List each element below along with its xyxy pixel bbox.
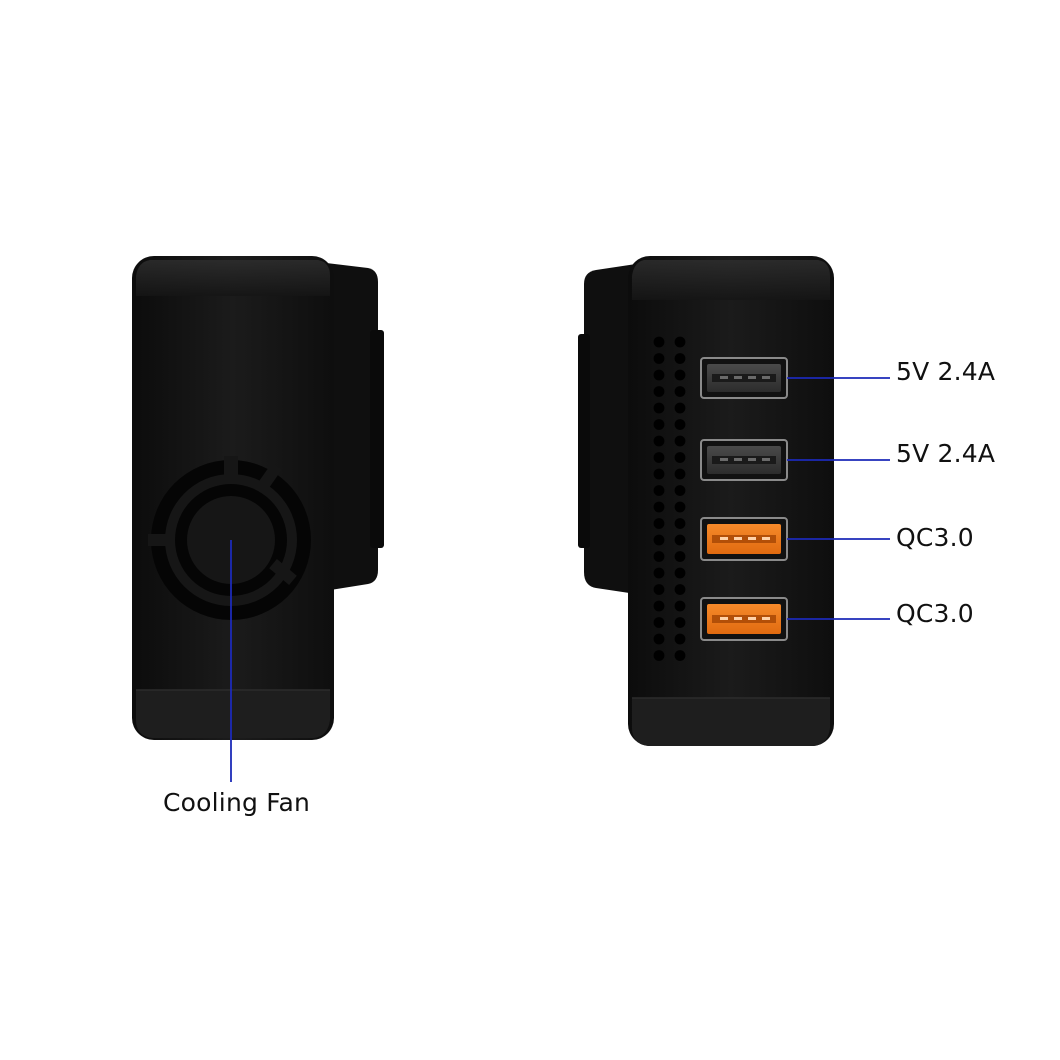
left-bottom-bevel (136, 690, 330, 738)
left-rear-step (370, 330, 384, 548)
charger-left-view (132, 256, 384, 782)
vent-hole (653, 435, 665, 447)
right-body (628, 256, 834, 746)
vent-hole (674, 402, 686, 414)
vent-hole (674, 435, 686, 447)
vent-hole (674, 419, 686, 430)
vent-hole (674, 600, 686, 612)
vent-hole (674, 518, 686, 529)
right-top-bevel (632, 260, 830, 300)
vent-hole (653, 501, 665, 513)
vent-hole (674, 468, 686, 480)
vent-hole (653, 452, 665, 463)
port-3-label: QC3.0 (896, 523, 974, 552)
vent-hole (674, 501, 686, 513)
vent-hole (653, 402, 665, 414)
vent-hole (653, 617, 665, 628)
vent-holes (653, 336, 686, 661)
vent-hole (674, 617, 686, 628)
vent-hole (653, 567, 665, 579)
port-1-label: 5V 2.4A (896, 357, 996, 386)
vent-hole (653, 650, 665, 661)
vent-hole (653, 353, 665, 364)
usb-port-2 (700, 439, 788, 481)
vent-hole (674, 584, 686, 595)
right-bottom-bevel (632, 698, 830, 746)
usb-port-3 (700, 517, 788, 561)
vent-hole (653, 386, 665, 397)
vent-hole (653, 419, 665, 430)
vent-hole (674, 353, 686, 364)
charger-right-view (578, 256, 890, 746)
vent-hole (653, 369, 665, 381)
vent-hole (674, 633, 686, 645)
vent-hole (653, 600, 665, 612)
cooling-fan-label: Cooling Fan (163, 788, 311, 817)
vent-hole (653, 336, 665, 348)
vent-hole (653, 633, 665, 645)
vent-hole (653, 584, 665, 595)
vent-hole (674, 369, 686, 381)
vent-hole (674, 650, 686, 661)
right-rear-block (584, 264, 636, 594)
vent-hole (653, 534, 665, 546)
vent-hole (674, 485, 686, 496)
vent-hole (674, 534, 686, 546)
port-4-label: QC3.0 (896, 599, 974, 628)
right-rear-step (578, 334, 590, 548)
vent-hole (674, 452, 686, 463)
usb-port-1 (700, 357, 788, 399)
vent-hole (653, 485, 665, 496)
vent-hole (674, 336, 686, 348)
vent-hole (653, 551, 665, 562)
port-2-label: 5V 2.4A (896, 439, 996, 468)
usb-port-4 (700, 597, 788, 641)
vent-hole (653, 518, 665, 529)
vent-hole (674, 551, 686, 562)
vent-hole (653, 468, 665, 480)
vent-hole (674, 386, 686, 397)
left-top-bevel (136, 260, 330, 296)
vent-hole (674, 567, 686, 579)
